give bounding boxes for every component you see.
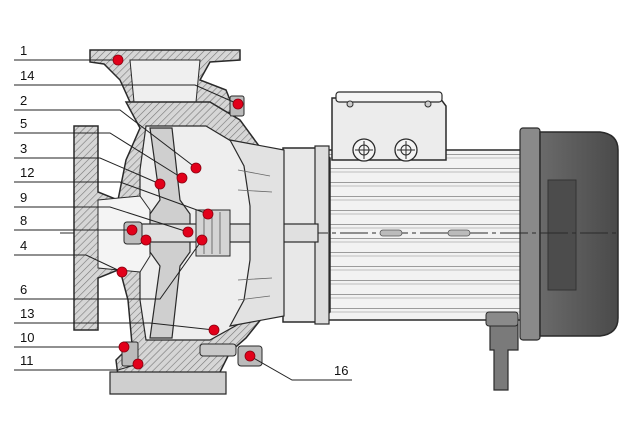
- mechanical-seal: [195, 209, 231, 257]
- marker-8b: [140, 234, 152, 246]
- callout-label-13: 13: [20, 306, 34, 321]
- part-markers: [112, 54, 256, 370]
- callout-label-1: 1: [20, 43, 27, 58]
- cable-gland-icon: [352, 138, 376, 162]
- leader-9: [14, 206, 189, 233]
- marker-12: [202, 208, 214, 220]
- leader-14: [14, 84, 239, 105]
- electric-motor: [60, 91, 619, 391]
- callout-label-5: 5: [20, 116, 27, 131]
- leader-2: [14, 109, 197, 169]
- marker-9: [182, 226, 194, 238]
- marker-3: [154, 178, 166, 190]
- motor-body: [317, 149, 529, 321]
- callout-label-16: 16: [334, 363, 348, 378]
- callout-label-8: 8: [20, 213, 27, 228]
- callout-label-10: 10: [20, 330, 34, 345]
- callout-labels: 1 14 2 5 3 12 9 8 4 6 13 10 11 16: [20, 43, 348, 378]
- leader-6: [14, 239, 203, 300]
- callout-label-6: 6: [20, 282, 27, 297]
- leader-16: [249, 355, 352, 381]
- marker-10: [118, 341, 130, 353]
- marker-14: [232, 98, 244, 110]
- fan-cover-panel: [547, 179, 577, 291]
- marker-2: [190, 162, 202, 174]
- pump-casing: [73, 49, 319, 395]
- motor-foot-bracket: [485, 311, 519, 391]
- casing-foot: [109, 371, 227, 395]
- marker-5: [176, 172, 188, 184]
- motor-rear-ring: [519, 127, 541, 341]
- callout-label-14: 14: [20, 68, 34, 83]
- marker-11: [132, 358, 144, 370]
- marker-6: [196, 234, 208, 246]
- leader-11: [14, 363, 139, 371]
- marker-8: [126, 224, 138, 236]
- leader-12: [14, 181, 209, 215]
- callout-label-3: 3: [20, 141, 27, 156]
- callout-label-11: 11: [20, 353, 34, 368]
- marker-1: [112, 54, 124, 66]
- leader-3: [14, 157, 161, 185]
- callout-label-12: 12: [20, 165, 34, 180]
- leader-4: [14, 254, 123, 273]
- marker-13: [208, 324, 220, 336]
- callout-label-4: 4: [20, 238, 27, 253]
- callout-label-2: 2: [20, 93, 27, 108]
- leader-5: [14, 132, 183, 179]
- marker-16: [244, 350, 256, 362]
- cable-gland-icon: [394, 138, 418, 162]
- lantern-bracket: [228, 139, 285, 327]
- callout-label-9: 9: [20, 190, 27, 205]
- marker-4: [116, 266, 128, 278]
- callout-leaders: [14, 59, 352, 381]
- leader-13: [14, 322, 215, 331]
- bottom-screw: [199, 343, 237, 357]
- terminal-box: [331, 91, 447, 162]
